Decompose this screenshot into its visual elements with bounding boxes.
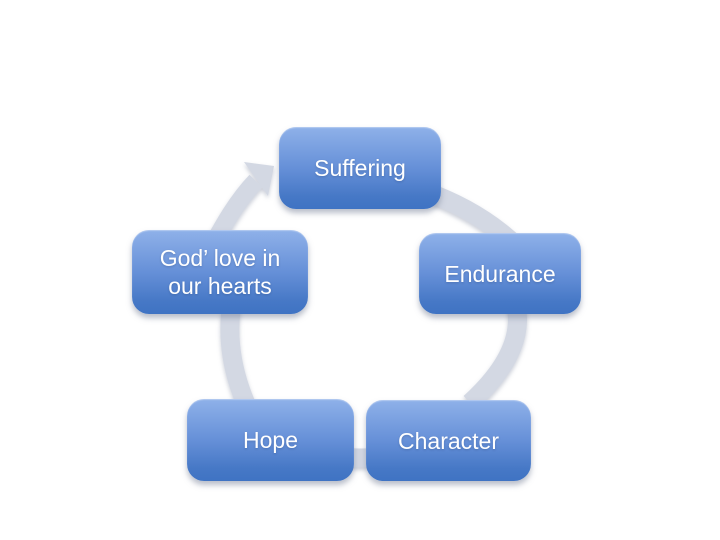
node-suffering: Suffering <box>279 127 441 209</box>
connector-arc-left <box>220 301 255 408</box>
node-label: Endurance <box>444 260 556 287</box>
node-label: Character <box>398 427 499 454</box>
node-endurance: Endurance <box>419 233 581 314</box>
connector-arc-right <box>463 303 527 411</box>
node-label: God’ love in our hearts <box>159 245 281 299</box>
node-character: Character <box>366 400 531 481</box>
node-hope: Hope <box>187 399 354 481</box>
node-label: Suffering <box>314 155 406 181</box>
cycle-arrowhead-icon <box>244 162 274 196</box>
node-gods-love: God’ love in our hearts <box>132 230 308 314</box>
node-label: Hope <box>243 427 298 453</box>
